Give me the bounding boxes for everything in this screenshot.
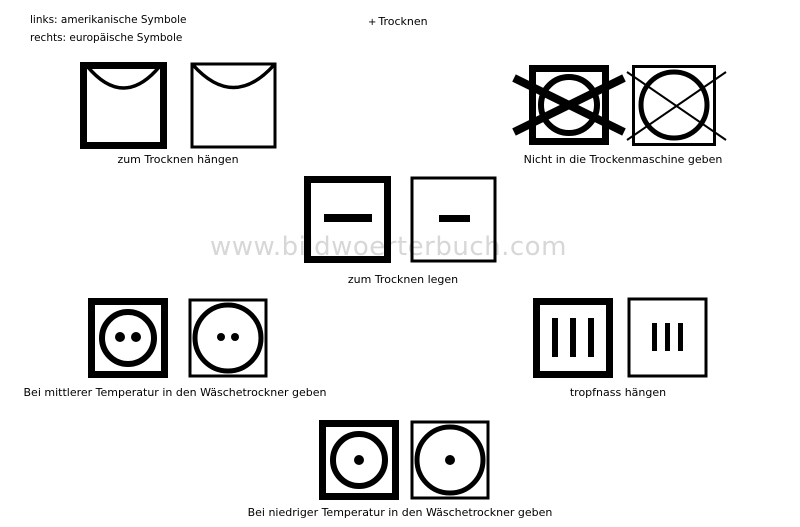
breadcrumb-plus-icon: + [368,17,377,28]
label-dry-flat: zum Trocknen legen [347,273,459,286]
label-drip-dry: tropfnass hängen [569,386,667,399]
do-not-tumble-dry-european-icon [626,65,727,146]
breadcrumb[interactable]: +Trocknen [368,15,428,29]
tumble-dry-medium-european-icon [188,298,268,378]
drip-dry-european-icon [627,297,708,378]
label-hang-dry: zum Trocknen hängen [117,153,239,166]
drip-dry-american-icon [533,298,613,378]
label-do-not-tumble-dry: Nicht in die Trockenmaschine geben [523,153,723,166]
label-tumble-dry-medium: Bei mittlerer Temperatur in den Wäschetr… [23,386,327,399]
hang-dry-european-icon [190,62,277,149]
hang-dry-american-icon [80,62,167,149]
tumble-dry-low-american-icon [319,420,399,500]
tumble-dry-medium-american-icon [88,298,168,378]
do-not-tumble-dry-american-icon [512,65,626,145]
label-tumble-dry-low: Bei niedriger Temperatur in den Wäschetr… [247,506,553,519]
tumble-dry-low-european-icon [410,420,490,500]
legend-european: rechts: europäische Symbole [30,32,183,44]
legend-american: links: amerikanische Symbole [30,14,187,26]
breadcrumb-label: Trocknen [378,15,428,28]
dry-flat-american-icon [304,176,391,263]
dry-flat-european-icon [410,176,497,263]
